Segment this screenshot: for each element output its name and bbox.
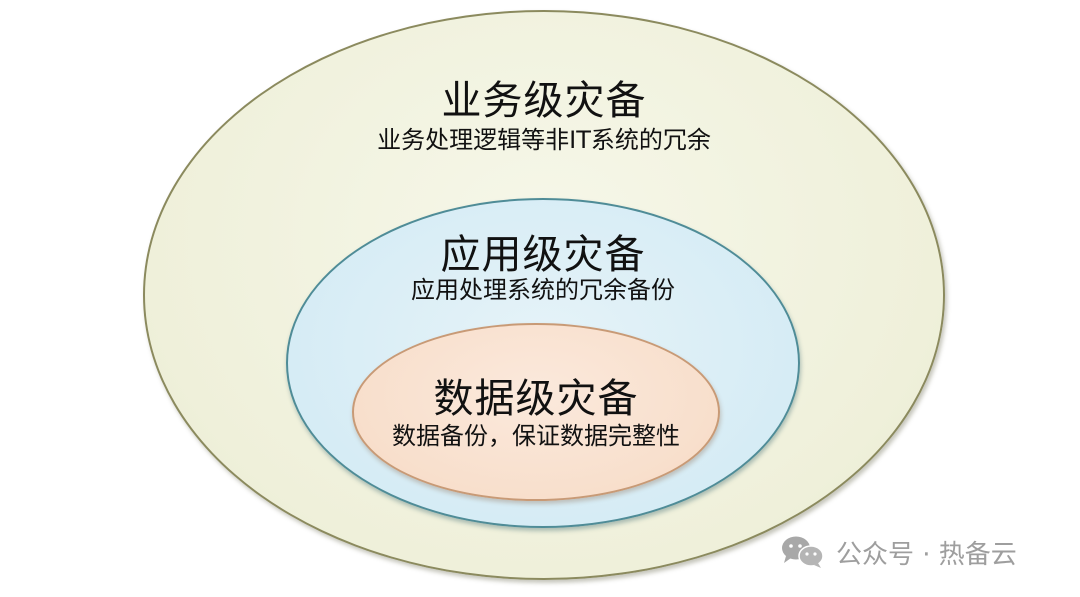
application-level-title: 应用级灾备 [440,232,646,278]
data-level-ellipse [352,323,720,501]
business-level-title: 业务级灾备 [441,78,647,124]
application-level-description: 应用处理系统的冗余备份 [411,276,675,304]
business-level-description: 业务处理逻辑等非IT系统的冗余 [377,126,711,154]
watermark: 公众号 · 热备云 [780,535,1017,570]
data-level-description: 数据备份，保证数据完整性 [392,422,680,450]
wechat-icon [780,535,826,569]
data-level-title: 数据级灾备 [433,376,639,422]
watermark-text: 公众号 · 热备云 [836,539,1017,570]
